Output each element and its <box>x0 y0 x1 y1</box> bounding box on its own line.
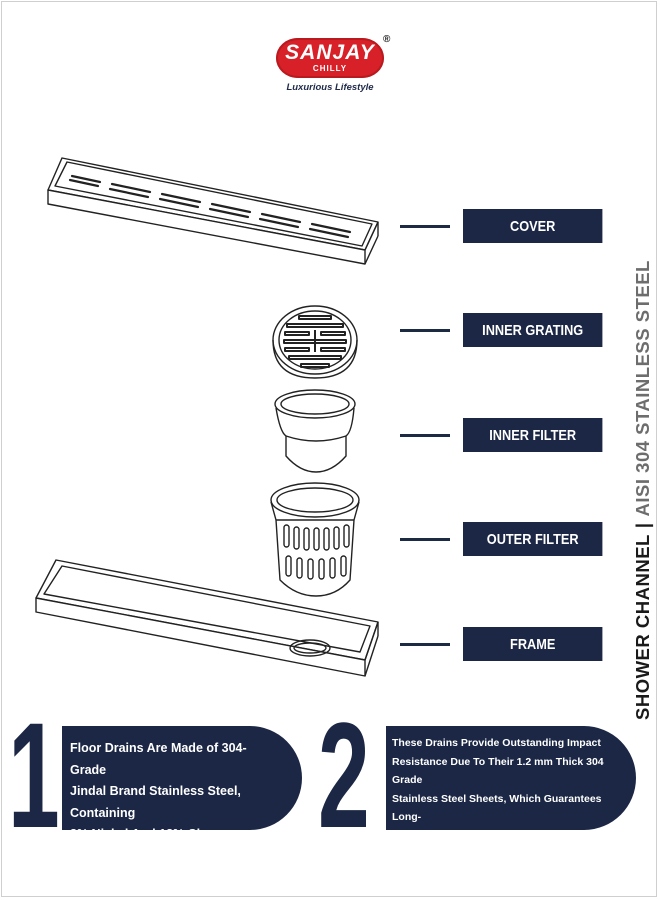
cover-drawing <box>47 157 379 265</box>
feature-2-panel: These Drains Provide Outstanding Impact … <box>386 726 636 879</box>
registered-mark: ® <box>383 34 391 45</box>
cover-leader-line <box>400 225 450 228</box>
outer-filter-leader-line <box>400 538 450 541</box>
outer-filter-drawing <box>270 482 360 597</box>
side-title-product: SHOWER CHANNEL <box>632 534 653 720</box>
inner-filter-drawing <box>274 389 356 473</box>
frame-drawing <box>35 559 379 677</box>
feature-number-1: 1 <box>8 691 60 859</box>
feature-2-line: Resistance Due To Their 1.2 mm Thick 304… <box>392 755 604 787</box>
brand-logo: SANJAY CHILLY ® Luxurious Lifestyle <box>270 34 390 100</box>
side-title-separator: | <box>632 522 653 529</box>
label-inner-filter: INNER FILTER <box>463 418 603 452</box>
label-frame: FRAME <box>463 627 603 661</box>
feature-1-line: Jindal Brand Stainless Steel, Containing <box>70 784 241 820</box>
side-title-material: AISI 304 STAINLESS STEEL <box>632 260 653 517</box>
logo-badge <box>276 38 384 78</box>
logo-subname: CHILLY <box>312 64 348 73</box>
label-inner-grating: INNER GRATING <box>463 313 603 347</box>
frame-leader-line <box>400 643 450 646</box>
feature-1-line: Floor Drains Are Made of 304-Grade <box>70 741 247 777</box>
side-title: SHOWER CHANNEL | AISI 304 STAINLESS STEEL <box>632 260 654 720</box>
logo-tagline: Luxurious Lifestyle <box>286 82 374 93</box>
feature-number-2: 2 <box>318 691 370 859</box>
feature-2-line: Stainless Steel Sheets, Which Guarantees… <box>392 792 602 824</box>
feature-2-line: Aesthetic Appeal. <box>392 866 480 879</box>
label-cover: COVER <box>463 209 603 243</box>
feature-1-panel: Floor Drains Are Made of 304-Grade Jinda… <box>62 726 302 884</box>
logo-name: SANJAY <box>285 41 375 64</box>
label-outer-filter: OUTER FILTER <box>463 522 603 556</box>
inner-grating-leader-line <box>400 329 450 332</box>
feature-1-line: 8% Nickel And 18% Chrome, Known For <box>70 827 239 863</box>
feature-2-line: lasting Performance, Effective Functiona… <box>392 829 613 861</box>
feature-2-line: These Drains Provide Outstanding Impact <box>392 737 601 749</box>
feature-1-line: Its Active Corrosion Resistance. <box>70 870 262 884</box>
inner-grating-drawing <box>272 305 358 379</box>
inner-filter-leader-line <box>400 434 450 437</box>
